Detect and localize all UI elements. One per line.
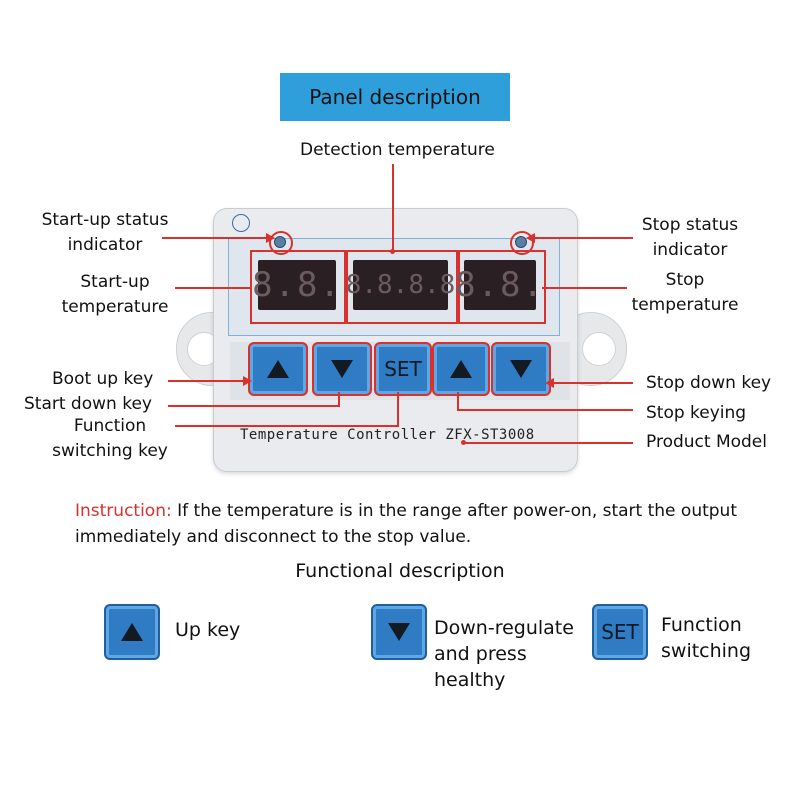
- label-function-switching-2: switching key: [52, 441, 168, 461]
- instruction-paragraph: Instruction: If the temperature is in th…: [75, 498, 765, 550]
- panel-description-title: Panel description: [280, 73, 510, 121]
- label-stop-temperature-1: Stop: [665, 270, 705, 290]
- stop-keying-leader-h: [458, 409, 633, 411]
- legend-function-label-1: Function: [661, 614, 742, 636]
- label-detection-temperature: Detection temperature: [300, 140, 495, 160]
- down-arrow-icon: [510, 360, 532, 378]
- down-arrow-icon: [388, 623, 410, 641]
- instruction-label: Instruction:: [75, 501, 172, 521]
- label-stop-temperature-2: temperature: [631, 295, 739, 315]
- stop-down-key-leader: [547, 382, 633, 384]
- start-down-key-leader-v: [338, 392, 340, 407]
- stop-down-key-arrow: [545, 378, 554, 388]
- legend-down-label-3: healthy: [434, 669, 506, 691]
- product-model-leader: [463, 442, 633, 444]
- legend-up-key: [104, 604, 160, 660]
- stop-temperature-leader: [542, 287, 627, 289]
- function-key-leader-h: [175, 425, 399, 427]
- detection-temperature-leader-dot: [390, 249, 395, 254]
- detection-temperature-frame: [346, 250, 458, 324]
- legend-up-key-label: Up key: [175, 619, 241, 641]
- label-product-model: Product Model: [646, 432, 767, 452]
- stop-up-key[interactable]: [432, 342, 490, 396]
- stop-down-key[interactable]: [491, 342, 551, 396]
- startup-temperature-display: 8.8.: [252, 260, 340, 310]
- label-stop-status-1: Stop status: [641, 215, 739, 235]
- right-mounting-hole: [582, 332, 616, 366]
- brand-logo-icon: [232, 214, 250, 232]
- legend-down-key: [371, 604, 427, 660]
- boot-up-key-leader: [168, 380, 250, 382]
- detection-temperature-display: 8.8.8.8: [346, 260, 455, 310]
- label-function-switching-1: Function: [73, 416, 147, 436]
- label-start-down-key: Start down key: [24, 394, 152, 414]
- label-stop-status-2: indicator: [652, 240, 728, 260]
- down-arrow-icon: [331, 360, 353, 378]
- start-down-key[interactable]: [312, 342, 372, 396]
- legend-down-label-2: and press: [434, 643, 527, 665]
- up-arrow-icon: [450, 360, 472, 378]
- set-key[interactable]: SET: [374, 342, 432, 396]
- stop-keying-leader-v: [457, 392, 459, 411]
- label-boot-up-key: Boot up key: [52, 369, 154, 389]
- label-stop-keying: Stop keying: [646, 403, 747, 423]
- function-key-leader-v: [397, 392, 399, 427]
- start-down-key-leader-h: [168, 405, 340, 407]
- instruction-text: If the temperature is in the range after…: [75, 501, 737, 547]
- label-startup-status-2: indicator: [67, 235, 143, 255]
- startup-status-arrow: [266, 233, 275, 243]
- legend-down-label-1: Down-regulate: [434, 617, 574, 639]
- stop-status-led-marker: [510, 231, 534, 255]
- stop-status-leader: [528, 237, 633, 239]
- label-startup-temperature-1: Start-up: [80, 272, 150, 292]
- set-key-label: SET: [384, 357, 422, 381]
- startup-temperature-leader: [175, 287, 252, 289]
- product-model-leader-dot: [461, 440, 466, 445]
- boot-up-key-arrow: [243, 376, 252, 386]
- startup-status-led-marker: [269, 231, 293, 255]
- startup-status-leader: [162, 237, 272, 239]
- up-arrow-icon: [267, 360, 289, 378]
- model-text: Temperature Controller ZFX-ST3008: [240, 427, 535, 443]
- label-startup-temperature-2: temperature: [61, 297, 169, 317]
- legend-set-key-label: SET: [601, 620, 639, 644]
- stop-temperature-display: 8.8.: [455, 260, 543, 310]
- panel-description-title-text: Panel description: [309, 85, 481, 109]
- stop-status-arrow: [526, 233, 535, 243]
- label-startup-status-1: Start-up status: [41, 210, 169, 230]
- up-arrow-icon: [121, 623, 143, 641]
- label-stop-down-key: Stop down key: [646, 373, 772, 393]
- boot-up-key[interactable]: [248, 342, 308, 396]
- functional-description-title: Functional description: [295, 560, 505, 582]
- legend-set-key: SET: [592, 604, 648, 660]
- legend-function-label-2: switching: [661, 640, 752, 662]
- detection-temperature-leader: [392, 164, 394, 252]
